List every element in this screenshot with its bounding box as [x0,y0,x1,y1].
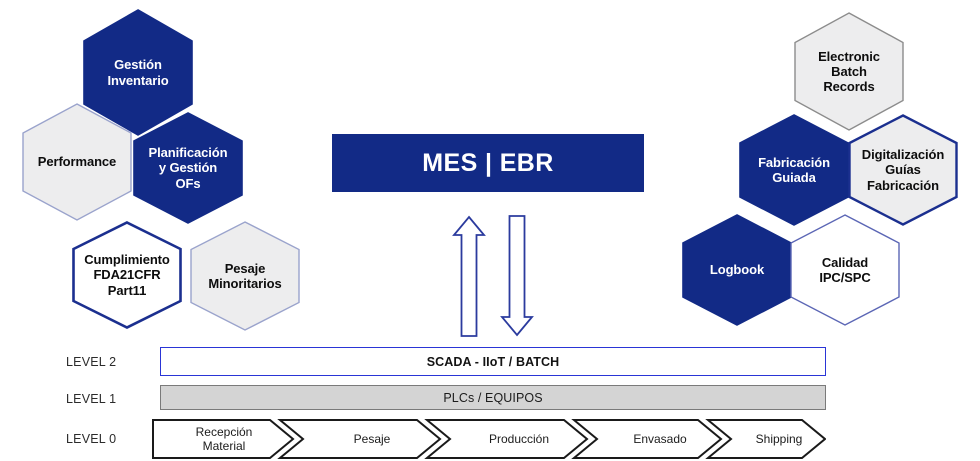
hex-calidad-ipc-spc[interactable]: Calidad IPC/SPC [790,214,900,326]
hexagon-shape [739,114,849,226]
hex-gestion-inventario[interactable]: Gestión Inventario [83,9,193,136]
mes-ebr-title: MES | EBR [422,148,554,177]
hex-logbook[interactable]: Logbook [682,214,792,326]
level-1-text: PLCs / EQUIPOS [443,390,543,405]
level-2-label: LEVEL 2 [66,355,117,369]
hexagon-shape [72,221,182,329]
chevron-step-3 [424,419,589,459]
level-1-label: LEVEL 1 [66,392,117,406]
mes-ebr-box[interactable]: MES | EBR [332,134,644,192]
chevron-step-1 [152,419,295,459]
hexagon-shape [190,221,300,331]
hexagon-shape [133,112,243,224]
chevron-label-2[interactable]: Pesaje [353,431,391,446]
chevron-label-5[interactable]: Shipping [755,431,803,446]
hex-label: Logbook [709,262,765,278]
arrow-pair [452,215,534,337]
hex-cumplimiento-fda21cfr-part11[interactable]: Cumplimiento FDA21CFR Part11 [72,221,182,329]
level-0-process-flow: Recepción Material Pesaje Producción Env… [152,419,826,459]
chevron-label-3[interactable]: Producción [488,431,550,446]
hex-planificacion-gestion-ofs[interactable]: Planificación y Gestión OFs [133,112,243,224]
hex-label: Fabricación Guiada [758,154,830,185]
hexagon-shape [83,9,193,136]
hex-label: Digitalización Guías Fabricación [861,147,945,193]
hex-fabricacion-guiada[interactable]: Fabricación Guiada [739,114,849,226]
level-2-bar[interactable]: SCADA - IIoT / BATCH [160,347,826,376]
hex-electronic-batch-records[interactable]: Electronic Batch Records [794,12,904,131]
level-2-text: SCADA - IIoT / BATCH [426,354,560,369]
level-1-bar[interactable]: PLCs / EQUIPOS [160,385,826,410]
hex-pesaje-minoritarios[interactable]: Pesaje Minoritarios [190,221,300,331]
hex-label: Gestión Inventario [107,57,169,88]
arrow-down-icon [500,215,534,337]
hexagon-shape [790,214,900,326]
hexagon-shape [22,103,132,221]
chevron-label-4[interactable]: Envasado [633,431,687,446]
hex-performance[interactable]: Performance [22,103,132,221]
hex-label: Performance [37,154,117,170]
hex-label: Cumplimiento FDA21CFR Part11 [84,252,170,298]
hexagon-shape [794,12,904,131]
hex-label: Planificación y Gestión OFs [148,145,228,191]
chevron-shapes [152,419,826,459]
hex-label: Pesaje Minoritarios [208,260,282,291]
chevron-label-1[interactable]: Recepción Material [195,424,253,453]
hex-digitalizacion-guias-fabricacion[interactable]: Digitalización Guías Fabricación [848,114,958,226]
arrow-up-icon [452,215,486,337]
chevron-step-2 [277,419,442,459]
hex-label: Electronic Batch Records [818,48,880,95]
level-0-label: LEVEL 0 [66,432,117,446]
hex-label: Calidad IPC/SPC [819,254,871,285]
chevron-step-5 [705,419,826,459]
hexagon-shape [848,114,958,226]
chevron-step-4 [571,419,723,459]
